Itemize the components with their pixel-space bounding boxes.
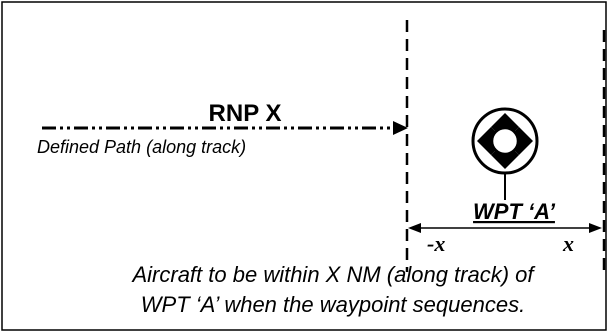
tolerance-arrowhead-left: [408, 223, 421, 233]
tolerance-minus-label: -x: [427, 231, 445, 256]
tolerance-arrowhead-right: [589, 223, 602, 233]
defined-path-arrowhead: [393, 121, 408, 135]
caption-line-2: WPT ‘A’ when the waypoint sequences.: [141, 292, 525, 317]
caption-line-1: Aircraft to be within X NM (along track)…: [130, 262, 536, 287]
waypoint-label: WPT ‘A’: [473, 199, 556, 224]
tolerance-plus-label: x: [562, 231, 574, 256]
defined-path-label: Defined Path (along track): [37, 137, 246, 157]
rnp-title: RNP X: [209, 100, 282, 127]
waypoint-symbol-icon: [471, 107, 539, 175]
